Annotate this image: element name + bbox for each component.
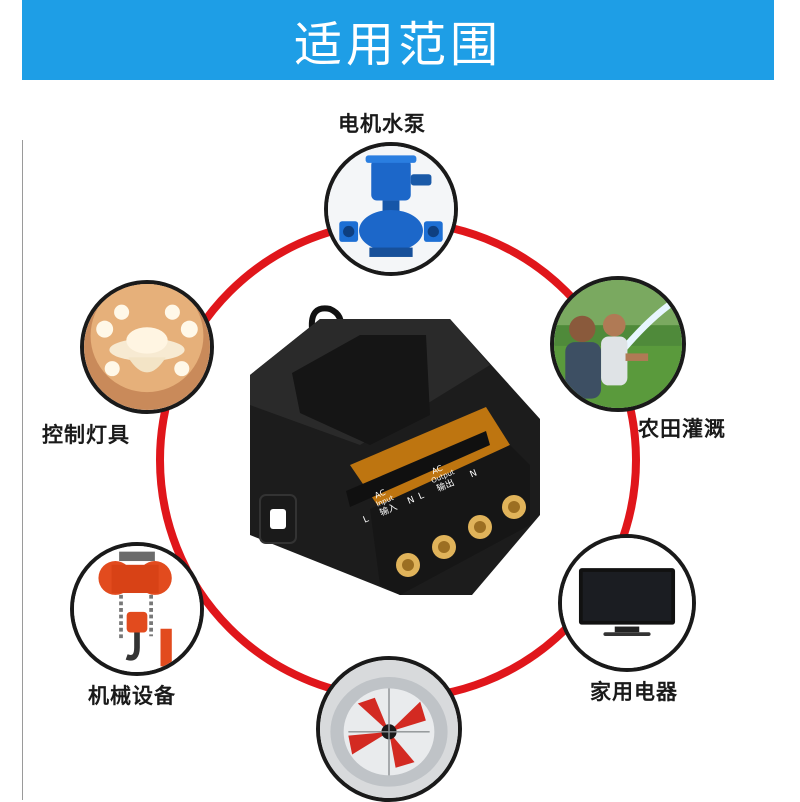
pin-l-right: L xyxy=(417,491,426,502)
pin-n-left: N xyxy=(406,495,416,507)
label-machinery: 机械设备 xyxy=(88,684,176,708)
pin-l-left: L xyxy=(362,514,371,525)
television-circle xyxy=(558,534,696,672)
relay-receiver: AC Input 输入 L N L AC Output 输出 N xyxy=(240,295,550,625)
water-pump-circle xyxy=(324,142,458,276)
label-water-pump: 电机水泵 xyxy=(338,112,426,136)
label-irrigation: 农田灌溉 xyxy=(638,417,726,441)
page-title: 适用范围 xyxy=(293,17,502,73)
chandelier-circle xyxy=(80,280,214,414)
chandelier-icon xyxy=(84,284,210,410)
chain-hoist-icon xyxy=(74,546,200,672)
pin-n-right: N xyxy=(469,468,479,480)
left-divider-line xyxy=(22,140,23,800)
output-ac-label: AC xyxy=(430,463,444,476)
irrigation-icon xyxy=(554,280,682,408)
label-appliances: 家用电器 xyxy=(590,680,678,704)
exhaust-fan-icon xyxy=(320,660,458,798)
chain-hoist-circle xyxy=(70,542,204,676)
exhaust-fan-circle xyxy=(316,656,462,802)
water-pump-icon xyxy=(328,146,454,272)
input-ac-label: AC xyxy=(373,488,387,501)
irrigation-circle xyxy=(550,276,686,412)
television-icon xyxy=(562,538,692,668)
header-banner: 适用范围 xyxy=(22,0,774,80)
label-lighting: 控制灯具 xyxy=(42,423,130,447)
